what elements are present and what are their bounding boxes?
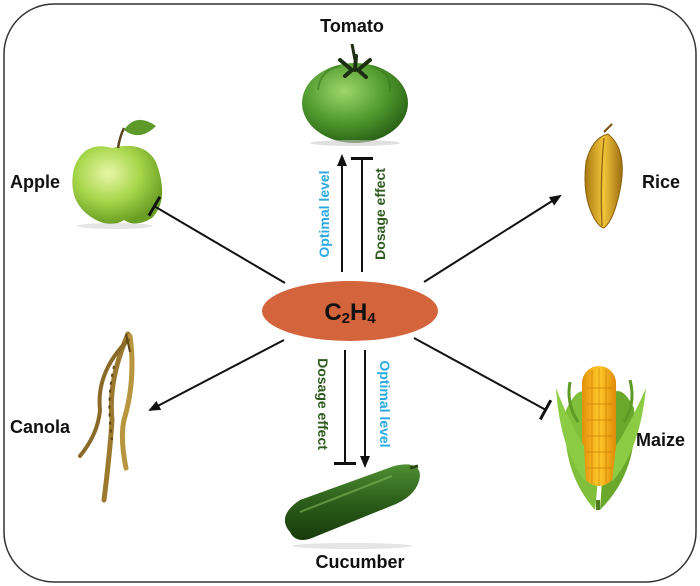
optimal-level-tomato-text: Optimal level xyxy=(316,170,332,257)
tomato-image xyxy=(302,43,408,146)
formula-c: C xyxy=(324,299,341,326)
inhibit-maize-line xyxy=(413,337,553,421)
dosage-effect-cucumber-text: Dosage effect xyxy=(315,358,331,450)
canola-image xyxy=(78,331,135,503)
tomato-label: Tomato xyxy=(320,16,384,36)
cucumber-image xyxy=(284,464,420,549)
rice-label: Rice xyxy=(642,172,680,192)
maize-label: Maize xyxy=(636,430,685,450)
rice-image xyxy=(584,123,623,229)
activate-canola-arrow xyxy=(148,339,285,411)
optimal-level-cucumber-text: Optimal level xyxy=(377,360,393,447)
ethylene-formula: C2H4 xyxy=(324,299,376,327)
apple-image xyxy=(72,119,163,229)
activate-rice-arrow xyxy=(423,194,562,283)
formula-h-subscript: 4 xyxy=(367,310,376,327)
apple-label: Apple xyxy=(10,172,60,192)
dosage-effect-tomato-text: Dosage effect xyxy=(372,168,388,260)
inhibit-apple-line xyxy=(147,196,286,284)
cucumber-label: Cucumber xyxy=(315,552,404,572)
canola-label: Canola xyxy=(10,417,71,437)
ethylene-node xyxy=(262,281,438,341)
formula-c-subscript: 2 xyxy=(342,310,350,327)
maize-image xyxy=(556,366,646,510)
formula-h: H xyxy=(350,299,367,326)
